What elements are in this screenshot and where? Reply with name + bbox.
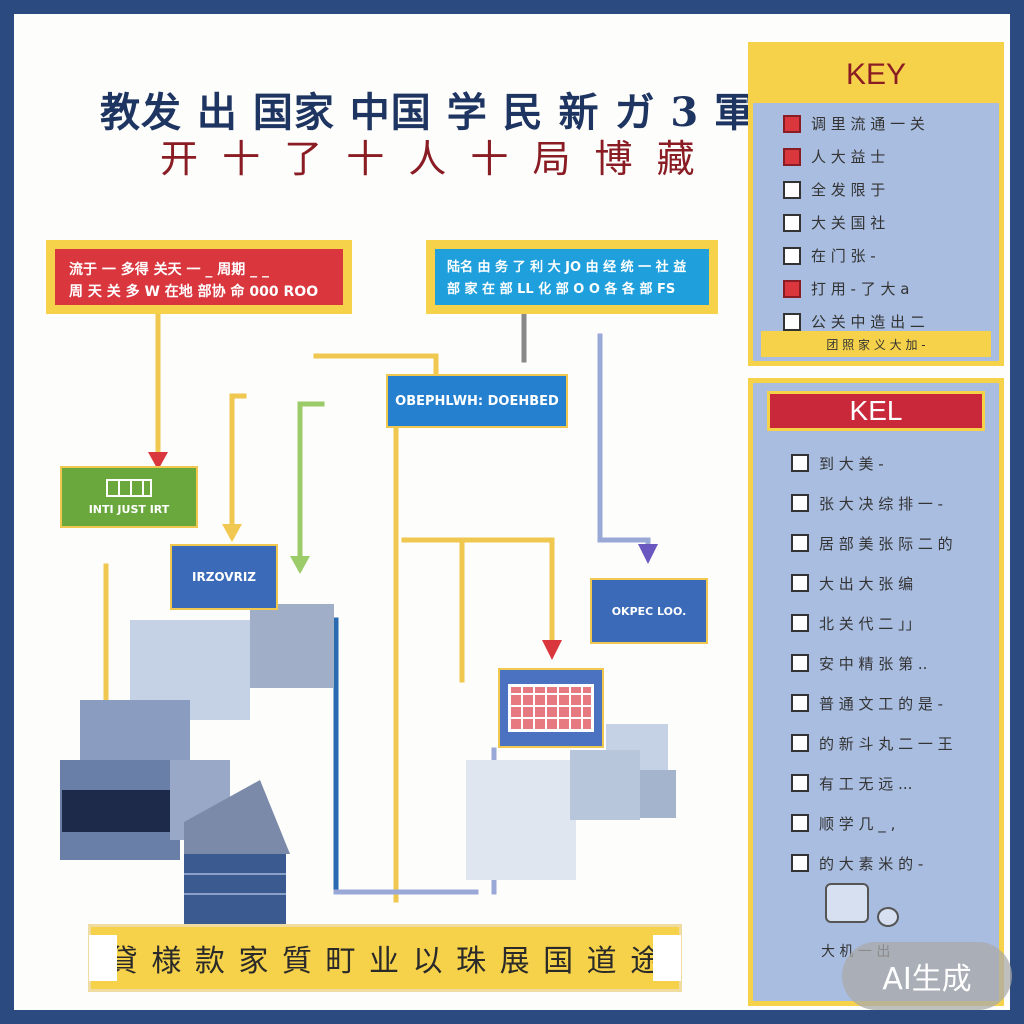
bottom-banner: 貸 様 款 家 質 町 业 以 珠 展 国 道 途: [88, 924, 682, 992]
kel-item-label: 顺 学 几 _ ,: [819, 814, 896, 833]
key-panel: KEY 调 里 流 通 一 关 人 大 益 士 全 发 限 于 大 关 国 社 …: [748, 42, 1004, 366]
blue-box-line-1: 陆名 由 务 了 利 大 JO 由 经 统 一 社 益: [447, 260, 687, 275]
kel-panel-title: KEL: [767, 391, 985, 431]
kel-panel: KEL 到 大 美 - 张 大 决 综 排 一 - 居 部 美 张 际 二 的 …: [748, 378, 1004, 1006]
checkbox-icon: [791, 614, 809, 632]
checkbox-icon: [783, 213, 801, 232]
key-item: 全 发 限 于: [753, 173, 999, 206]
cluster-icon: [877, 907, 899, 927]
right-node: OKPEC LOO.: [590, 578, 708, 644]
grid-node: [498, 668, 604, 748]
key-item-label: 公 关 中 造 出 二: [811, 313, 925, 331]
green-node: INTI JUST IRT: [60, 466, 198, 528]
checkbox-icon: [783, 246, 801, 265]
key-item-label: 人 大 益 士: [811, 148, 886, 166]
kel-item: 的 新 斗 丸 二 一 王: [753, 723, 999, 763]
checkbox-icon: [791, 574, 809, 592]
connector-right: [597, 333, 651, 559]
page-title: 教发 出 国家 中国 学 民 新 ガ 3 軍: [100, 89, 756, 136]
checkbox-icon: [783, 312, 801, 331]
key-item: 公 关 中 造 出 二: [753, 305, 999, 338]
kel-item-label: 张 大 决 综 排 一 -: [819, 494, 944, 513]
page-subtitle: 开 十 了 十 人 十 局 博 藏: [160, 137, 701, 181]
swatch-red: [783, 147, 801, 166]
kel-item: 大 出 大 张 编: [753, 563, 999, 603]
kel-item: 北 关 代 二 」」: [753, 603, 999, 643]
checkbox-icon: [791, 494, 809, 512]
kel-item: 张 大 决 综 排 一 -: [753, 483, 999, 523]
arrow-green-line: [290, 556, 310, 574]
connector-center-to-grid: [401, 537, 555, 653]
key-item-label: 全 发 限 于: [811, 181, 886, 199]
top-blue-box: 陆名 由 务 了 利 大 JO 由 经 统 一 社 益 部 家 在 部 LL 化…: [426, 240, 718, 314]
kel-item: 居 部 美 张 际 二 的: [753, 523, 999, 563]
swatch-red: [783, 279, 801, 298]
kel-item: 有 工 无 远 ...: [753, 763, 999, 803]
ai-generated-badge: AI生成: [842, 942, 1012, 1010]
kel-item-label: 到 大 美 -: [819, 454, 884, 473]
banner-cap-left: [89, 935, 117, 981]
buildings-right-illustration: [466, 724, 676, 880]
checkbox-icon: [791, 454, 809, 472]
key-list: 调 里 流 通 一 关 人 大 益 士 全 发 限 于 大 关 国 社 在 门 …: [753, 103, 999, 338]
kel-item-label: 安 中 精 张 第 ..: [819, 654, 928, 673]
center-node: OBEPHLWH: DOEHBED: [386, 374, 568, 428]
checkbox-icon: [791, 814, 809, 832]
kel-item: 到 大 美 -: [753, 443, 999, 483]
kel-item: 顺 学 几 _ ,: [753, 803, 999, 843]
top-red-box: 流于 一 多得 关天 一 _ 周期 _ _ 周 天 关 多 W 在地 部协 命 …: [46, 240, 352, 314]
arrow-green: [148, 452, 168, 470]
connector-green: [297, 401, 325, 571]
key-panel-title: KEY: [753, 47, 999, 103]
key-item-label: 在 门 张 -: [811, 247, 876, 265]
kel-item-label: 北 关 代 二 」」: [819, 614, 921, 633]
key-item-label: 大 关 国 社: [811, 214, 886, 232]
blue-box-line-2: 部 家 在 部 LL 化 部 O O 各 各 部 FS: [447, 282, 676, 297]
green-node-label: INTI JUST IRT: [88, 502, 170, 516]
swatch-red: [783, 114, 801, 133]
checkbox-icon: [791, 654, 809, 672]
table-grid-icon: [508, 684, 594, 732]
kel-item-label: 大 出 大 张 编: [819, 574, 914, 593]
kel-item: 普 通 文 工 的 是 -: [753, 683, 999, 723]
arrow-navy: [222, 524, 242, 542]
checkbox-icon: [791, 694, 809, 712]
kel-item-label: 的 大 素 米 的 -: [819, 854, 924, 873]
checkbox-icon: [791, 734, 809, 752]
kel-item-label: 有 工 无 远 ...: [819, 774, 913, 793]
connector-top-to-center: [313, 353, 439, 377]
kel-item-label: 的 新 斗 丸 二 一 王: [819, 734, 953, 753]
red-box-line-2: 周 天 关 多 W 在地 部协 命 000 ROO: [69, 284, 319, 300]
key-item: 调 里 流 通 一 关: [753, 107, 999, 140]
key-item-label: 调 里 流 通 一 关: [811, 115, 925, 133]
kel-list: 到 大 美 - 张 大 决 综 排 一 - 居 部 美 张 际 二 的 大 出 …: [753, 431, 999, 883]
banner-cap-right: [653, 935, 681, 981]
red-box-line-1: 流于 一 多得 关天 一 _ 周期 _ _: [69, 262, 269, 278]
kel-item: 的 大 素 米 的 -: [753, 843, 999, 883]
checkbox-icon: [791, 854, 809, 872]
arrow-grid: [542, 640, 562, 660]
checkbox-icon: [791, 534, 809, 552]
document-icon: [825, 883, 869, 923]
grid-icon: [106, 478, 152, 497]
buildings-left-illustration: [60, 604, 334, 924]
key-panel-footer: 团 照 家 义 大 加 -: [761, 331, 991, 357]
kel-item-label: 居 部 美 张 际 二 的: [819, 534, 953, 553]
bottom-banner-text: 貸 様 款 家 質 町 业 以 珠 展 国 道 途: [107, 944, 663, 979]
key-item: 在 门 张 -: [753, 239, 999, 272]
kel-item: 安 中 精 张 第 ..: [753, 643, 999, 683]
key-item-label: 打 用 - 了 大 a: [811, 280, 910, 298]
kel-item-label: 普 通 文 工 的 是 -: [819, 694, 944, 713]
navy-node: IRZOVRIZ: [170, 544, 278, 610]
key-item: 打 用 - 了 大 a: [753, 272, 999, 305]
checkbox-icon: [783, 180, 801, 199]
connector-yellow-to-navy: [229, 393, 247, 539]
arrow-right: [638, 544, 658, 564]
key-item: 大 关 国 社: [753, 206, 999, 239]
checkbox-icon: [791, 774, 809, 792]
key-item: 人 大 益 士: [753, 140, 999, 173]
